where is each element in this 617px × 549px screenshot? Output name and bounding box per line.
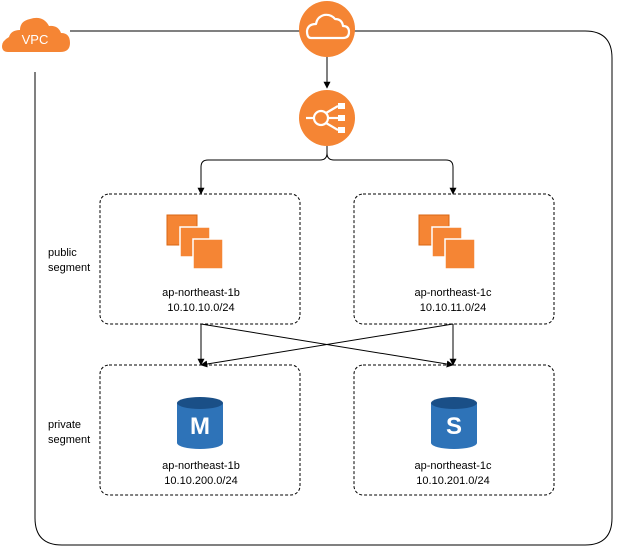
private-1c-az: ap-northeast-1c	[414, 460, 492, 472]
private-1c-cidr: 10.10.201.0/24	[416, 475, 489, 487]
private-1b-cidr: 10.10.200.0/24	[164, 475, 237, 487]
connector-lb-to-public-1b	[197, 146, 328, 195]
vpc-label: VPC	[22, 32, 49, 47]
ec2-instances-icon	[418, 214, 476, 270]
db-master-letter: M	[190, 413, 210, 440]
public-segment-label-line2: segment	[48, 262, 90, 274]
public-segment-label-line1: public	[48, 247, 77, 259]
vpc-cloud-icon	[2, 17, 70, 52]
vpc-container	[34, 30, 613, 546]
public-1b-az: ap-northeast-1b	[162, 287, 240, 299]
rds-database-icon	[431, 397, 477, 449]
vpc-badge: VPC	[2, 17, 70, 52]
internet-gateway	[299, 1, 355, 57]
connector-public-1c-to-private-1b	[200, 323, 454, 368]
load-balancer-icon	[306, 105, 339, 131]
public-1c-cidr: 10.10.11.0/24	[420, 302, 486, 314]
public-1b-cidr: 10.10.10.0/24	[167, 302, 234, 314]
ec2-instances-icon	[166, 214, 224, 270]
private-segment-label-line1: private	[48, 419, 81, 431]
connector-lb-to-public-1c	[326, 146, 457, 195]
public-1c-az: ap-northeast-1c	[414, 287, 492, 299]
private-1b-az: ap-northeast-1b	[162, 460, 240, 472]
rds-database-icon	[177, 397, 223, 449]
private-segment-label-line2: segment	[48, 434, 90, 446]
load-balancer	[299, 90, 355, 146]
db-standby-letter: S	[446, 413, 462, 440]
subnet-box-public-1b	[99, 193, 301, 325]
cloud-icon	[305, 13, 351, 40]
subnet-box-public-1c	[353, 193, 555, 325]
